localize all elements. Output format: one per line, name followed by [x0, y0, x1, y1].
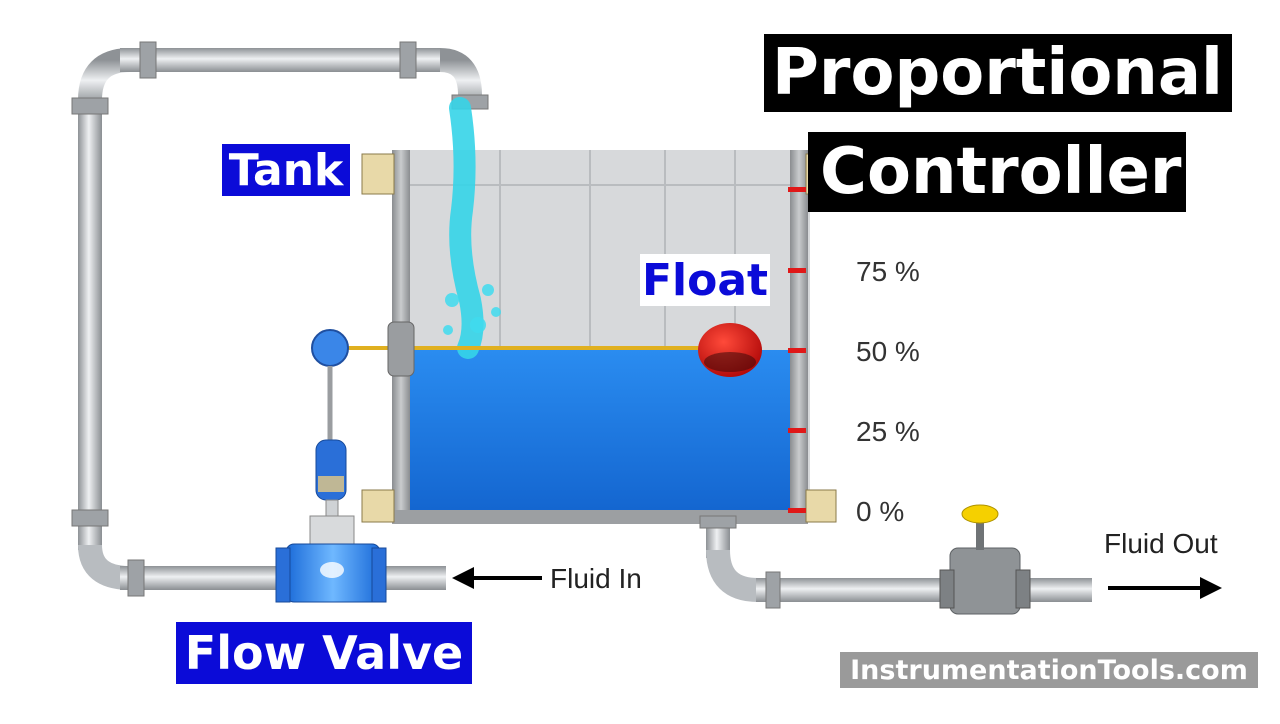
- valve-bonnet: [309, 515, 355, 545]
- outlet-valve-body: [949, 547, 1021, 615]
- title-line-2: Controller: [808, 132, 1186, 212]
- float-label: Float: [640, 254, 770, 306]
- flange: [699, 515, 737, 529]
- arrow-fluid-out: [1108, 577, 1222, 599]
- bracket: [361, 153, 395, 195]
- outlet-valve-handle: [961, 504, 999, 524]
- level-tick: [788, 508, 806, 513]
- level-scale-75: 75 %: [856, 256, 920, 287]
- inlet-pipe: [380, 566, 446, 590]
- flange: [139, 41, 157, 79]
- flange: [71, 509, 109, 527]
- outlet-pipe: [699, 515, 1092, 609]
- level-tick: [788, 348, 806, 353]
- flange: [127, 559, 145, 597]
- valve-flange-left: [275, 547, 291, 603]
- watermark: InstrumentationTools.com: [840, 652, 1258, 688]
- pivot-wheel: [311, 329, 349, 367]
- fluid-in-label: Fluid In: [550, 563, 642, 594]
- pipe-vertical-left: [78, 100, 102, 550]
- level-tick: [788, 268, 806, 273]
- level-scale-0: 0 %: [856, 496, 905, 527]
- title-line-1: Proportional: [764, 34, 1232, 112]
- level-scale-50: 50 %: [856, 336, 920, 367]
- flow-valve-label: Flow Valve: [176, 622, 472, 684]
- water-droplets: [443, 284, 501, 335]
- bracket: [805, 489, 837, 523]
- water-stream: [449, 97, 484, 359]
- flange: [71, 97, 109, 115]
- float-linkage: [311, 321, 740, 440]
- tank-floor: [392, 510, 808, 524]
- valve-flange-right: [371, 547, 387, 603]
- tank: [361, 97, 837, 524]
- outlet-valve-stem: [976, 520, 984, 550]
- flow-control-valve: [275, 439, 387, 603]
- level-scale-25: 25 %: [856, 416, 920, 447]
- arrow-fluid-in: [452, 567, 542, 589]
- flange: [399, 41, 417, 79]
- supply-pipe-loop: [71, 41, 489, 597]
- bracket: [361, 489, 395, 523]
- manual-outlet-valve: [939, 504, 1031, 615]
- level-tick: [788, 428, 806, 433]
- fluid-out-label: Fluid Out: [1104, 528, 1218, 559]
- float: [698, 323, 762, 377]
- flange: [765, 571, 781, 609]
- tank-label: Tank: [222, 144, 350, 196]
- pivot-housing: [387, 321, 415, 377]
- level-ticks: [788, 187, 806, 513]
- tank-wall-right: [790, 150, 808, 522]
- level-tick: [788, 187, 806, 192]
